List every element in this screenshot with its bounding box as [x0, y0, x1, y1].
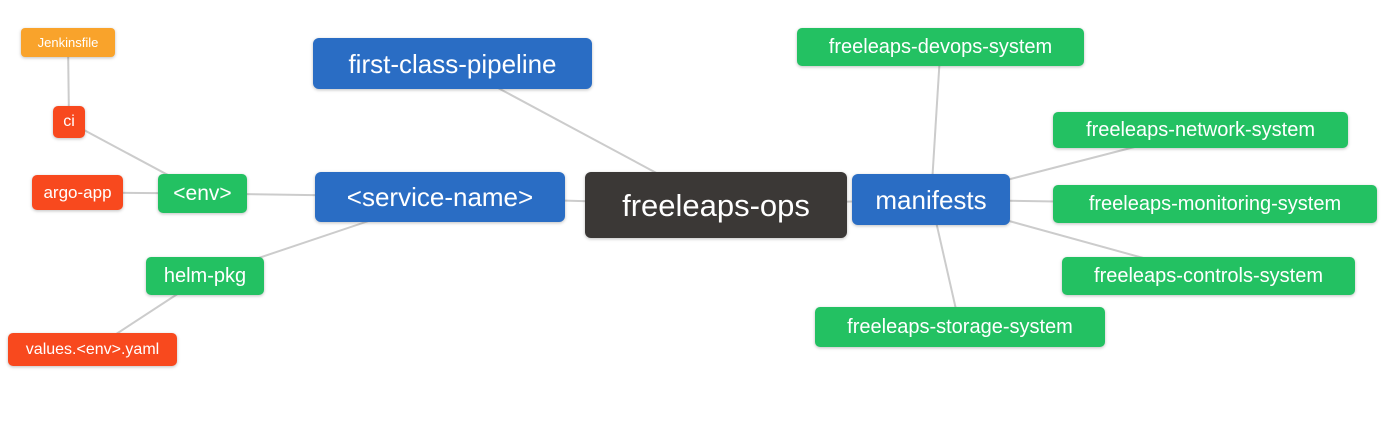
node-freeleaps-monitoring-system[interactable]: freeleaps-monitoring-system [1053, 185, 1377, 223]
node-label: freeleaps-ops [622, 187, 810, 223]
node-freeleaps-network-system[interactable]: freeleaps-network-system [1053, 112, 1348, 148]
node-label: <service-name> [346, 182, 534, 212]
node-freeleaps-ops[interactable]: freeleaps-ops [585, 172, 847, 238]
node-label: freeleaps-storage-system [847, 316, 1073, 338]
node-label: freeleaps-controls-system [1094, 265, 1323, 287]
node-label: values.<env>.yaml [25, 340, 160, 358]
node-first-class-pipeline[interactable]: first-class-pipeline [313, 38, 592, 89]
node-label: argo-app [43, 183, 112, 202]
node-values-env-yaml[interactable]: values.<env>.yaml [8, 333, 177, 366]
node-label: <env> [173, 182, 232, 205]
node-helm-pkg[interactable]: helm-pkg [146, 257, 264, 295]
node-label: helm-pkg [163, 265, 247, 287]
node-ci[interactable]: ci [53, 106, 85, 138]
node-label: freeleaps-monitoring-system [1088, 193, 1342, 215]
node-manifests[interactable]: manifests [852, 174, 1010, 225]
node-env[interactable]: <env> [158, 174, 247, 213]
node-label: freeleaps-network-system [1086, 119, 1315, 141]
node-argo-app[interactable]: argo-app [32, 175, 123, 210]
node-freeleaps-devops-system[interactable]: freeleaps-devops-system [797, 28, 1084, 66]
node-service-name[interactable]: <service-name> [315, 172, 565, 222]
node-label: Jenkinsfile [37, 35, 99, 50]
node-label: freeleaps-devops-system [828, 36, 1053, 58]
node-jenkinsfile[interactable]: Jenkinsfile [21, 28, 115, 57]
node-freeleaps-storage-system[interactable]: freeleaps-storage-system [815, 307, 1105, 347]
node-label: first-class-pipeline [348, 48, 557, 79]
node-label: ci [63, 113, 75, 130]
node-label: manifests [875, 184, 987, 215]
node-freeleaps-controls-system[interactable]: freeleaps-controls-system [1062, 257, 1355, 295]
